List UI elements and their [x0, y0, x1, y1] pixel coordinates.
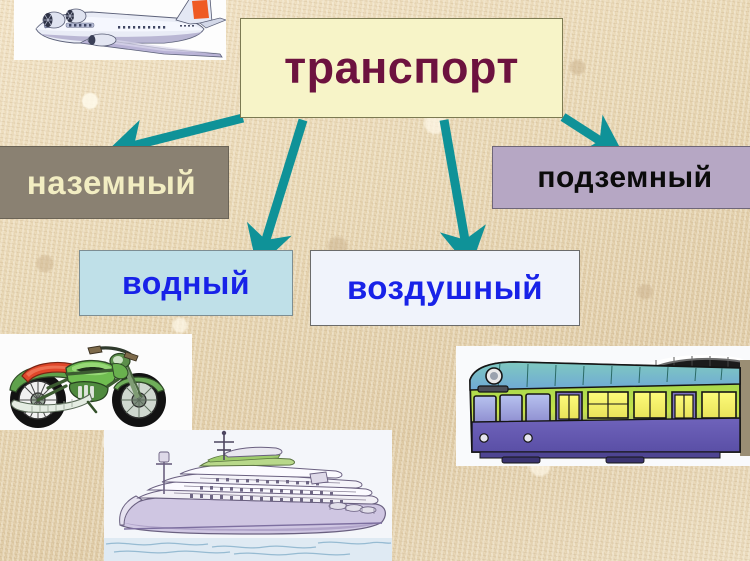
node-underground-label: подземный [537, 160, 713, 194]
node-air[interactable]: воздушный [310, 250, 580, 326]
motorcycle-illustration [0, 334, 192, 438]
node-underground[interactable]: подземный [492, 146, 750, 209]
node-transport-label: транспорт [284, 42, 519, 93]
node-water-label: водный [121, 264, 250, 301]
node-transport-title[interactable]: транспорт [240, 18, 563, 118]
passenger-ship-illustration [104, 430, 392, 561]
airplane-illustration [14, 0, 226, 73]
metro-train-illustration [456, 346, 750, 466]
node-water[interactable]: водный [79, 250, 293, 316]
node-air-label: воздушный [346, 269, 544, 306]
node-ground[interactable]: наземный [0, 146, 229, 219]
node-ground-label: наземный [26, 163, 197, 201]
